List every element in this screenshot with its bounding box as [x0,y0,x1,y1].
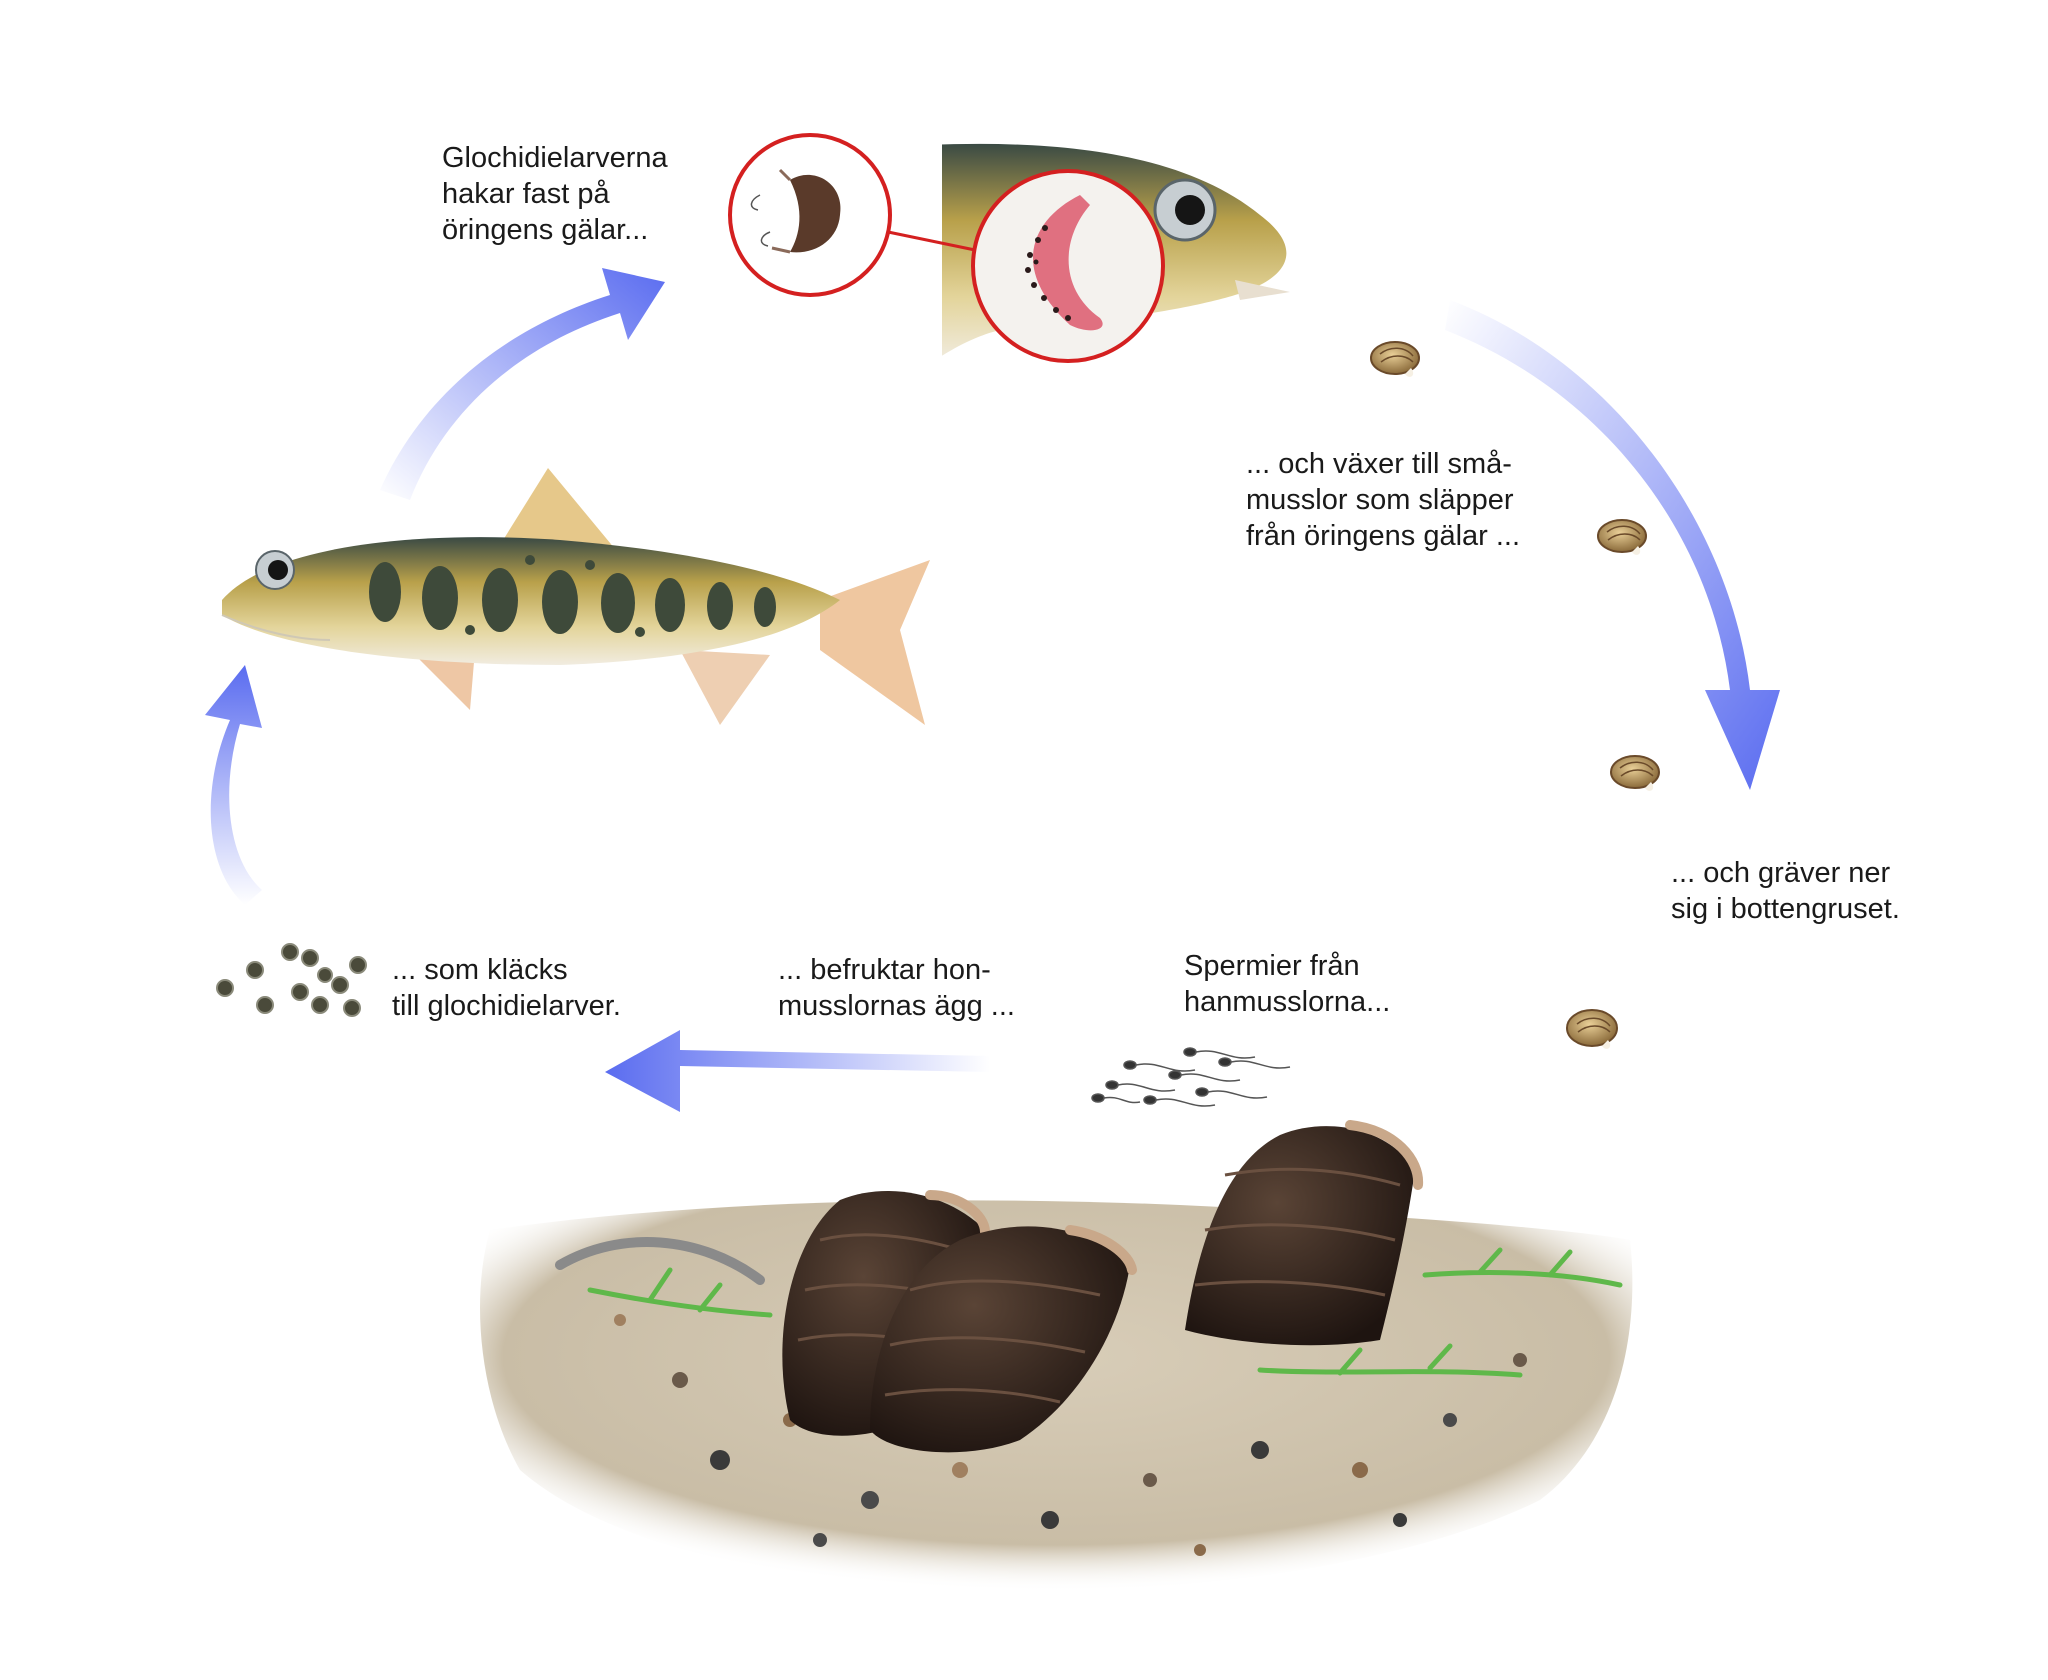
sperm-icon [1091,1047,1291,1107]
arrow-icon [1445,300,1780,790]
water-weed [587,1247,1623,1378]
caption-fertilize: ... befruktar hon- musslornas ägg ... [778,952,1015,1024]
arrow-icon [205,665,262,905]
caption-line: till glochidielarver. [392,990,621,1022]
gill-icon [1032,195,1103,331]
juvenile-trout [221,468,930,725]
dorsal-fin [500,468,620,555]
dead-shell [555,1237,765,1285]
caption-line: ... befruktar hon- [778,954,991,986]
juvenile-mussel-icon [1610,755,1660,791]
mussel-middle [870,1225,1137,1453]
caption-glochidia-attach: Glochidielarverna hakar fast på öringens… [442,140,668,248]
caption-line: sig i bottengruset. [1671,893,1900,925]
arrow-to-gills [380,268,665,500]
caption-line: Glochidielarverna [442,142,668,174]
arrow-icon [605,1030,990,1112]
caption-line: hanmusslorna... [1184,986,1391,1018]
arrow-release [1445,300,1780,790]
sperm-cluster [1091,1047,1291,1107]
arrow-fertilize [605,1030,990,1112]
trout-head [928,140,1290,365]
caption-line: musslornas ägg ... [778,990,1015,1022]
eggs [216,943,367,1017]
anal-fin [680,650,770,725]
parr-marks [369,555,776,637]
zoom-circle [971,169,1165,363]
juvenile-mussels [1370,341,1660,1049]
caption-burrow: ... och gräver ner sig i bottengruset. [1671,855,1900,927]
caption-line: ... som kläcks [392,954,568,986]
caption-line: från öringens gälar ... [1246,520,1521,552]
caption-line: hakar fast på [442,178,610,210]
tail-fin [820,560,930,725]
caption-line: ... och gräver ner [1671,857,1891,889]
riverbed [480,1120,1633,1592]
caption-line: Spermier från [1184,950,1360,982]
caption-line: musslor som släpper [1246,484,1514,516]
glochidium-zoom [728,133,976,297]
juvenile-mussel-icon [1566,1009,1618,1049]
caption-line: öringens gälar... [442,214,649,246]
egg-icon [216,943,367,1017]
arrow-icon [380,268,665,500]
caption-grow-release: ... och växer till små- musslor som släp… [1246,446,1520,554]
caption-hatch: ... som kläcks till glochidielarver. [392,952,621,1024]
glochidium-icon [790,174,841,253]
juvenile-mussel-icon [1597,519,1647,555]
juvenile-mussel-icon [1370,341,1420,377]
mussel-right [1185,1120,1424,1346]
caption-sperm: Spermier från hanmusslorna... [1184,948,1390,1020]
caption-line: ... och växer till små- [1246,448,1512,480]
arrow-hatch [205,665,262,905]
